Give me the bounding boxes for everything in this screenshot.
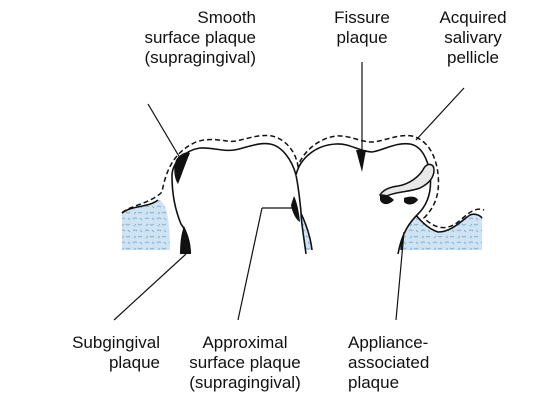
label-approximal-surface-plaque: Approximal surface plaque (supragingival… (168, 333, 322, 393)
label-appliance-associated-plaque: Appliance- associated plaque (348, 333, 508, 393)
pellicle-leader (416, 88, 464, 140)
label-smooth-surface-plaque: Smooth surface plaque (supragingival) (16, 8, 256, 68)
smooth-surface-leader (148, 104, 180, 158)
label-acquired-salivary-pellicle: Acquired salivary pellicle (418, 8, 528, 68)
label-subgingival-plaque: Subgingival plaque (8, 333, 160, 373)
tooth-left (172, 144, 306, 254)
subgingival-leader (114, 254, 186, 320)
label-fissure-plaque: Fissure plaque (318, 8, 406, 48)
